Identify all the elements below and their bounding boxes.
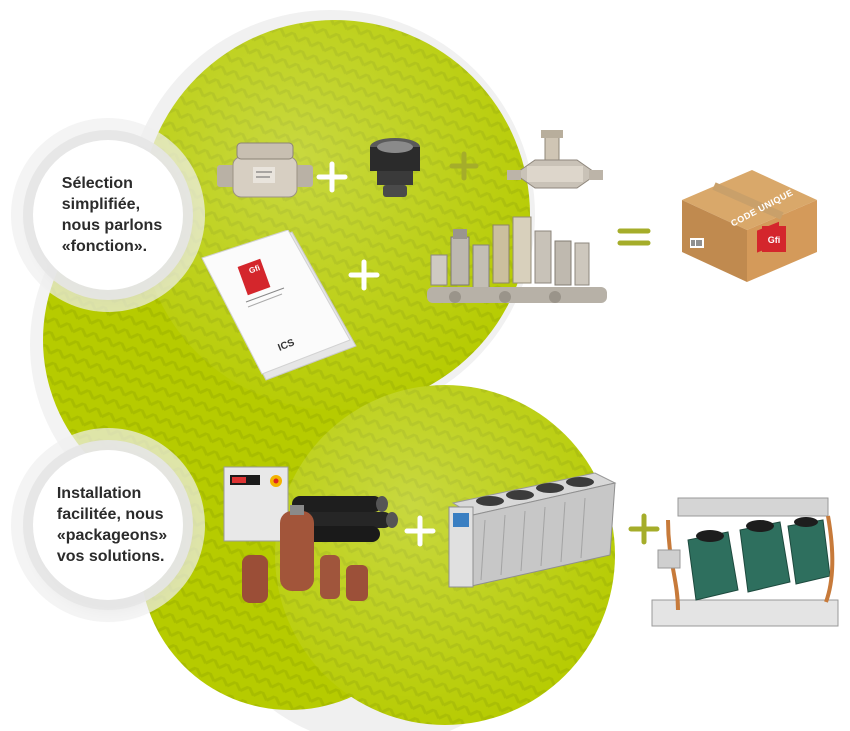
condenser-unit-image xyxy=(448,472,617,588)
svg-text:Gfi: Gfi xyxy=(248,263,262,275)
product-box-image xyxy=(682,170,817,282)
equals-icon xyxy=(617,228,651,246)
gas-bottles-image xyxy=(242,505,368,603)
ics-brochure-image xyxy=(201,230,357,381)
valve-body-image xyxy=(217,142,313,198)
bubble-selection: Sélection simplifiée, nous parlons «fonc… xyxy=(33,140,183,290)
compressor-rack-image xyxy=(651,497,839,627)
valves-cluster-image xyxy=(427,216,607,303)
bubble-selection-text: Sélection simplifiée, nous parlons «fonc… xyxy=(61,175,163,255)
plus-icon xyxy=(404,515,436,547)
actuator-image xyxy=(507,130,603,189)
brochure-gfi-logo: Gfi xyxy=(248,263,262,275)
control-cabinet-image xyxy=(223,466,289,542)
bubble-installation: Installation facilitée, nous «packageons… xyxy=(33,450,183,600)
insulation-pipes-image xyxy=(292,496,398,542)
box-gfi-logo: Gfi xyxy=(762,226,786,252)
plus-icon xyxy=(628,513,660,545)
plus-icon xyxy=(316,161,348,193)
svg-text:Gfi: Gfi xyxy=(768,235,781,245)
plus-icon xyxy=(348,259,380,291)
bubble-installation-text: Installation facilitée, nous «packageons… xyxy=(56,485,168,565)
plus-icon xyxy=(449,151,479,181)
function-module-image xyxy=(370,138,420,197)
